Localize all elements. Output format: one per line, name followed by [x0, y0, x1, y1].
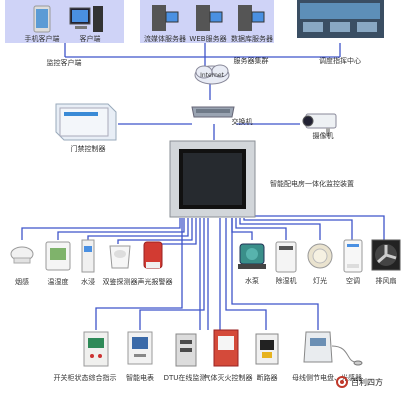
network-switch-icon [191, 106, 235, 118]
hub-monitor-icon [169, 140, 256, 218]
label-light: 灯光 [313, 277, 327, 285]
dtu-monitor-icon [175, 333, 197, 367]
wire-ac [243, 218, 353, 240]
label-air-conditioner: 空调 [346, 277, 360, 285]
wire-breaker [225, 218, 267, 330]
label-temp-humidity: 温湿度 [47, 278, 69, 286]
access-controller-icon [55, 103, 117, 141]
web-server-icon [196, 5, 223, 31]
label-switch: 交换机 [231, 118, 253, 126]
label-dispatch-center: 调度指挥中心 [319, 57, 361, 65]
gas-extinguisher-controller-icon [213, 329, 239, 367]
label-server-cluster: 服务器集群 [233, 57, 269, 65]
dispatch-center-icon [297, 0, 384, 38]
sound-light-alarm-icon [143, 241, 163, 269]
wire-switchgear [95, 218, 183, 330]
wire-meter [139, 218, 205, 330]
watermark: 百利四方 [336, 376, 383, 388]
label-smoke: 烟感 [15, 278, 29, 286]
database-server-icon [238, 5, 265, 31]
water-sensor-icon [81, 239, 95, 273]
air-conditioner-icon [343, 239, 363, 273]
label-smart-meter: 智能电表 [126, 374, 154, 382]
wire-light [239, 218, 321, 240]
wire-smoke [21, 218, 181, 240]
label-switchgear: 开关柜状态综合指示 [53, 374, 117, 382]
wire-pump [231, 218, 253, 240]
label-streaming-server: 流媒体服务器 [144, 35, 186, 43]
dehumidifier-icon [275, 241, 297, 273]
desktop-pc-icon [69, 6, 103, 32]
wire-busbar [231, 218, 319, 330]
label-dtu: DTU在线监测 [163, 374, 207, 382]
client-panel [5, 0, 124, 43]
label-dehumidifier: 除湿机 [275, 277, 297, 285]
label-web-server: WEB服务器 [189, 35, 227, 43]
wire-dual [117, 218, 193, 244]
label-access-controller: 门禁控制器 [70, 145, 106, 153]
label-exhaust-fan: 排风扇 [375, 277, 397, 285]
label-pc-client: 客户端 [79, 35, 101, 43]
label-monitor-client: 监控客户端 [46, 59, 82, 67]
label-water: 水浸 [81, 278, 95, 286]
label-sound-light-alarm: 声光报警器 [137, 278, 173, 286]
label-internet: Internet [200, 72, 224, 79]
water-pump-icon [238, 243, 266, 269]
wire-water [87, 218, 189, 240]
internet-cloud-icon [194, 64, 230, 85]
label-busbar: 母线侧节电盘、光感器 [292, 374, 362, 382]
label-dual-detector: 双鉴探测器 [102, 278, 138, 286]
exhaust-fan-icon [371, 239, 401, 271]
camera-icon [302, 113, 337, 136]
wire-temp [57, 218, 185, 240]
label-gas-controller: 气体灭火控制器 [203, 374, 253, 382]
label-data-server: 数据库服务器 [231, 35, 273, 43]
wire-dehum [235, 218, 287, 240]
wire-fan [248, 215, 385, 240]
temp-humidity-icon [45, 241, 71, 271]
label-breaker: 断路器 [256, 374, 278, 382]
circuit-breaker-icon [255, 333, 279, 365]
mobile-phone-icon [33, 5, 51, 33]
label-mobile-client: 手机客户端 [24, 35, 60, 43]
smoke-detector-icon [10, 246, 34, 264]
wire-alarm [152, 218, 197, 245]
watermark-logo-icon [336, 376, 348, 388]
label-hub: 智能配电房一体化监控装置 [270, 180, 354, 188]
light-icon [307, 243, 333, 269]
smart-meter-icon [127, 331, 153, 365]
switchgear-indicator-icon [83, 331, 109, 367]
label-water-pump: 水泵 [245, 277, 259, 285]
dual-detector-icon [109, 245, 131, 269]
watermark-text: 百利四方 [351, 377, 383, 387]
busbar-node-icon [303, 331, 363, 366]
streaming-server-icon [152, 5, 179, 31]
label-camera: 摄像机 [312, 132, 334, 140]
